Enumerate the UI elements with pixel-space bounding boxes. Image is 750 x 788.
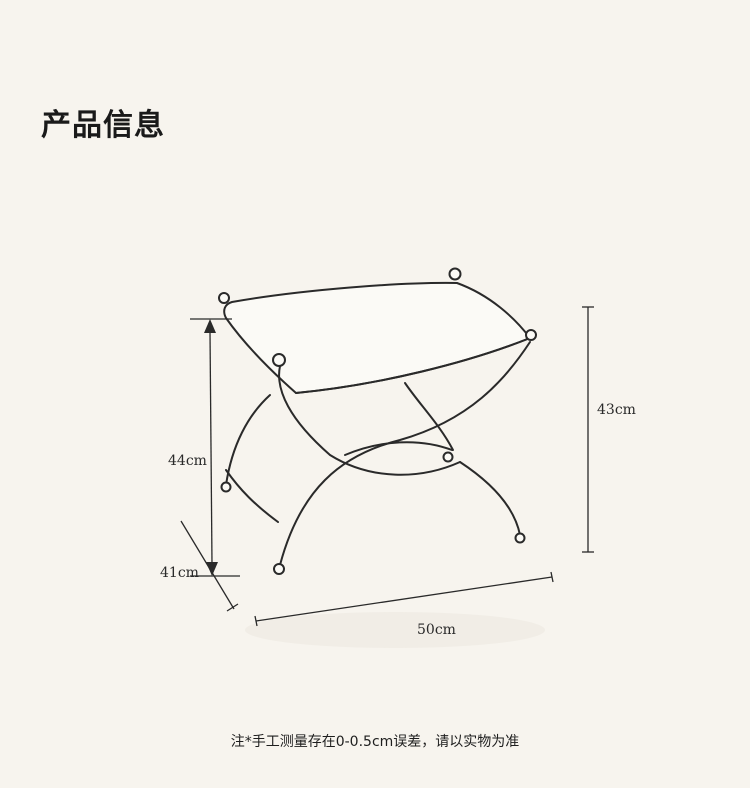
depth-end-tick xyxy=(226,603,239,612)
dimension-lines xyxy=(180,306,594,627)
seat-height-line xyxy=(209,331,213,565)
seat-height-arrow-top xyxy=(204,319,216,333)
width-end-tick xyxy=(550,571,554,583)
front-left-leg-foot xyxy=(273,563,285,575)
seat-height-label: 44cm xyxy=(168,453,207,469)
floor-shadow xyxy=(245,612,545,648)
center-cross-curve xyxy=(344,441,453,456)
finial-front-left xyxy=(272,353,286,367)
depth-line xyxy=(180,520,235,610)
width-start-tick xyxy=(254,615,258,627)
width-line xyxy=(255,576,553,622)
front-right-leg-foot xyxy=(514,532,526,544)
left-side-stretcher xyxy=(225,469,279,523)
overall-height-label: 43cm xyxy=(597,402,636,418)
back-right-leg xyxy=(404,382,454,451)
measurement-footnote: 注*手工测量存在0-0.5cm误差，请以实物为准 xyxy=(230,734,520,750)
finial-back-right xyxy=(448,267,462,281)
back-right-leg-foot xyxy=(442,451,454,463)
seat-height-arrow-bottom xyxy=(206,562,218,576)
back-left-leg xyxy=(225,394,271,486)
stool-drawing xyxy=(218,267,537,575)
finial-front-right xyxy=(525,329,537,341)
front-left-leg xyxy=(278,365,461,476)
front-right-foot-arc xyxy=(459,461,521,536)
back-left-leg-foot xyxy=(220,481,232,493)
finial-back-left xyxy=(218,292,230,304)
depth-label: 41cm xyxy=(160,565,199,581)
page-title: 产品信息 xyxy=(41,108,165,143)
width-label: 50cm xyxy=(417,622,456,638)
front-right-leg xyxy=(279,341,531,566)
seat-cushion xyxy=(223,281,531,394)
seat-underside xyxy=(295,337,531,394)
